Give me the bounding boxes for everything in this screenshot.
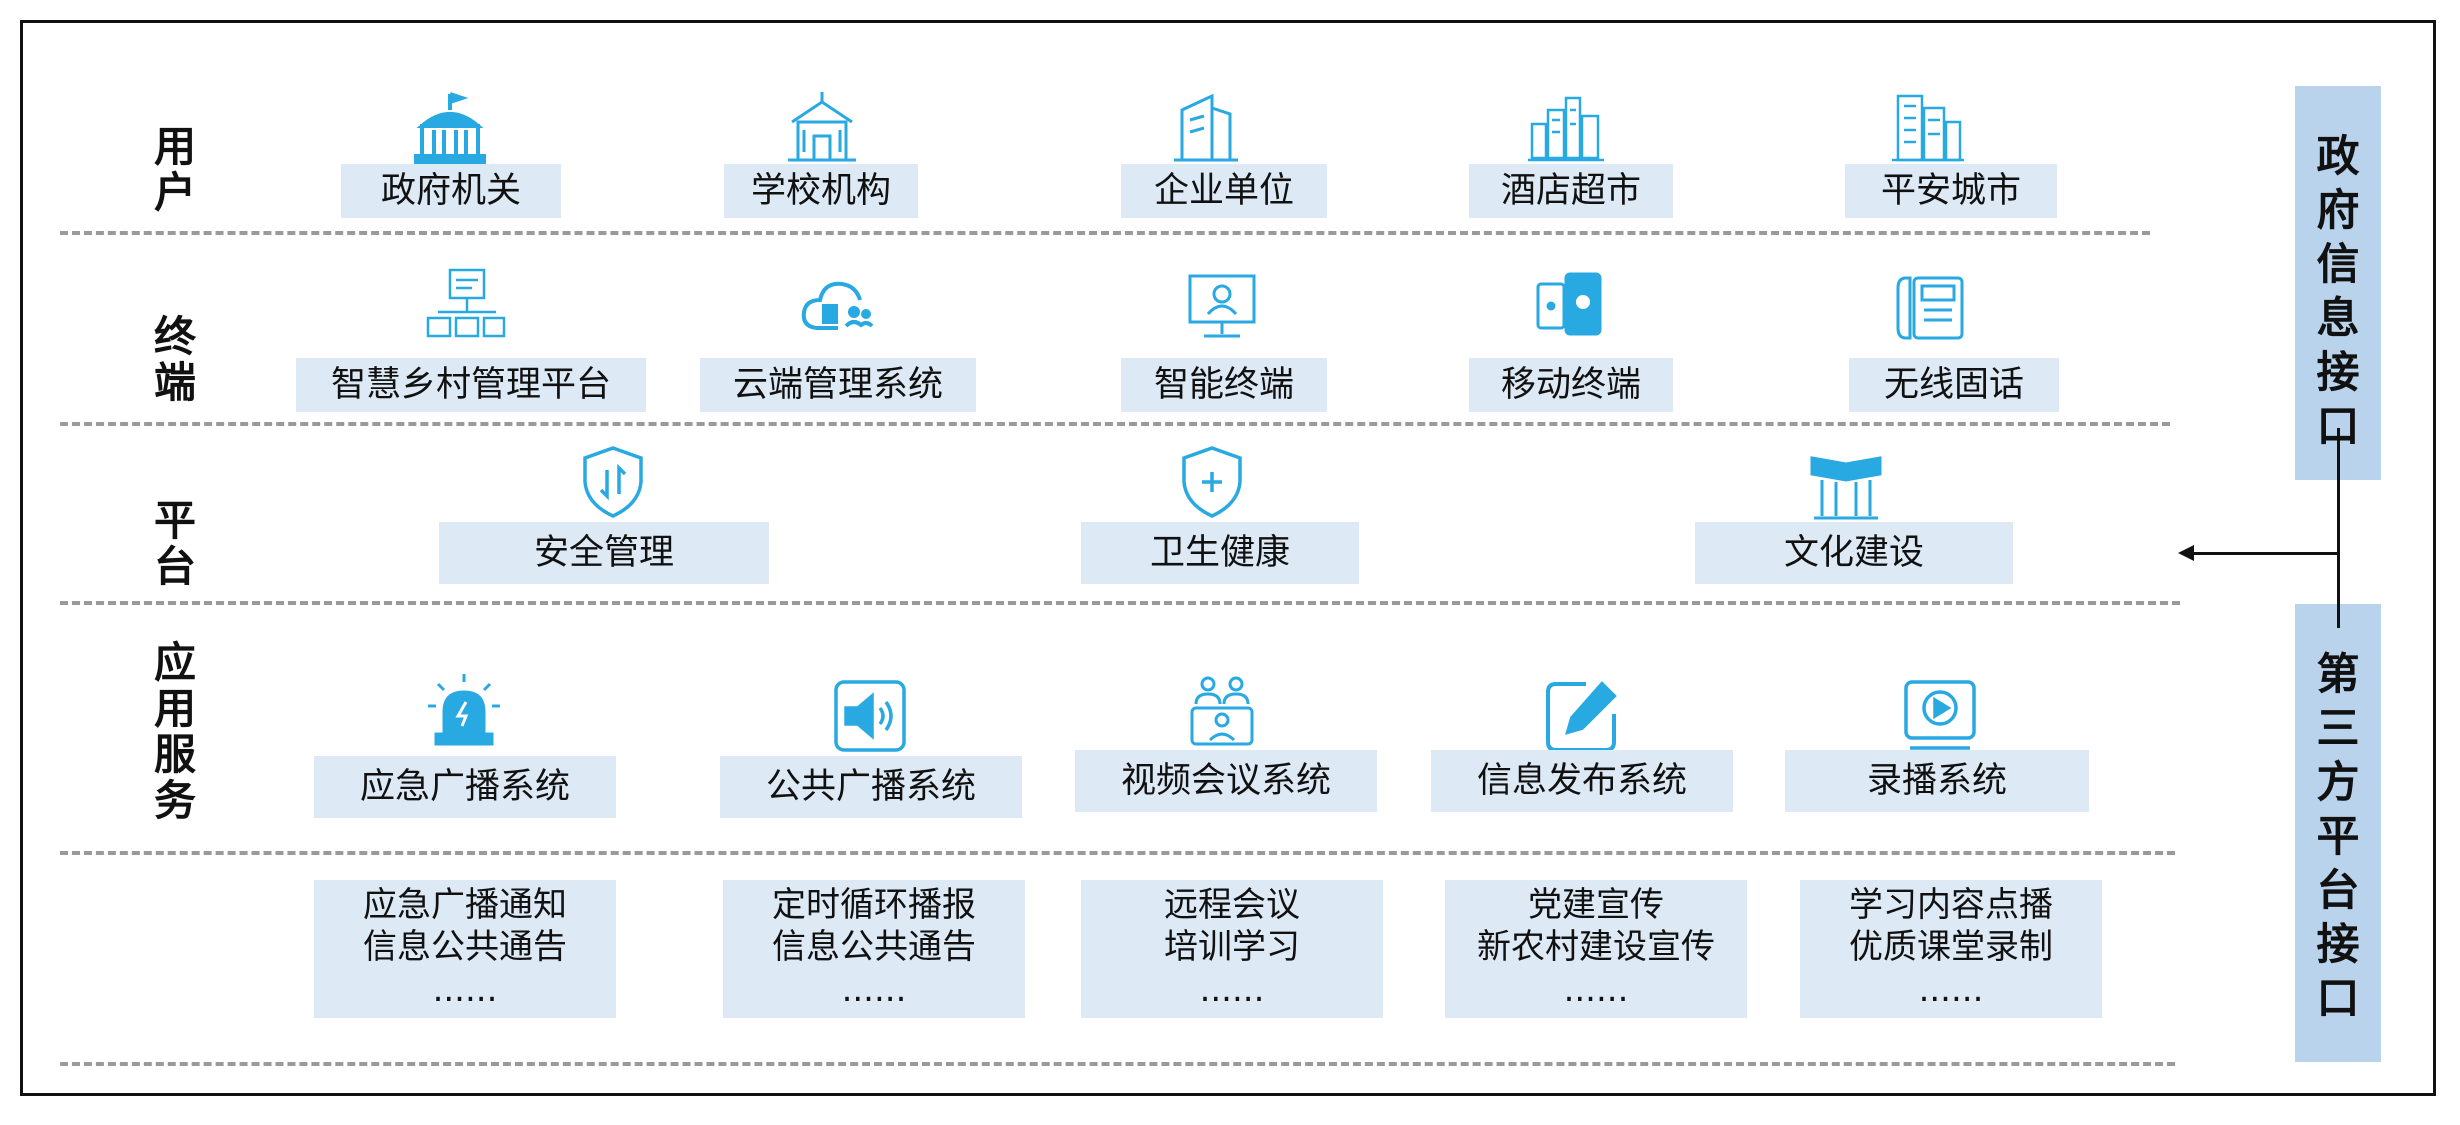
- detail-ellipsis: ......: [432, 970, 498, 1010]
- detail-box-info-publish: 党建宣传 新农村建设宣传 ......: [1445, 880, 1747, 1018]
- app-label-info-publish: 信息发布系统: [1431, 750, 1733, 812]
- management-dashboard-icon: [426, 266, 506, 346]
- detail-box-recording: 学习内容点播 优质课堂录制 ......: [1800, 880, 2102, 1018]
- detail-line: 信息公共通告: [363, 927, 567, 967]
- mobile-devices-icon: [1530, 268, 1610, 348]
- divider-terminals: [60, 422, 2170, 426]
- row-label-platform: 平台: [153, 496, 196, 591]
- terminal-label-cloud-system: 云端管理系统: [700, 358, 976, 412]
- government-building-icon: [410, 88, 490, 168]
- user-label-government: 政府机关: [341, 164, 561, 218]
- hotel-city-icon: [1526, 88, 1606, 168]
- detail-ellipsis: ......: [1199, 970, 1265, 1010]
- app-label-public: 公共广播系统: [720, 756, 1022, 818]
- office-building-icon: [1166, 88, 1246, 168]
- detail-ellipsis: ......: [1918, 970, 1984, 1010]
- connector-arrow-line: [2190, 552, 2338, 555]
- divider-users: [60, 231, 2150, 235]
- platform-label-culture: 文化建设: [1695, 522, 2013, 584]
- detail-line: 定时循环播报: [772, 885, 976, 925]
- detail-line: 学习内容点播: [1849, 885, 2053, 925]
- cloud-server-icon: [798, 268, 878, 348]
- detail-line: 培训学习: [1164, 927, 1300, 967]
- safe-city-icon: [1888, 88, 1968, 168]
- row-label-terminals: 终端: [153, 312, 196, 407]
- recording-video-icon: [1900, 676, 1980, 756]
- security-shield-icon: [573, 442, 653, 522]
- school-icon: [782, 88, 862, 168]
- user-label-hotel: 酒店超市: [1469, 164, 1673, 218]
- detail-box-public: 定时循环播报 信息公共通告 ......: [723, 880, 1025, 1018]
- speaker-icon: [830, 676, 910, 756]
- terminal-label-wireless-phone: 无线固话: [1849, 358, 2059, 412]
- side-box-gov-interface: 政府信息接口: [2295, 86, 2381, 480]
- connector-vertical: [2337, 428, 2340, 628]
- detail-line: 新农村建设宣传: [1477, 927, 1715, 967]
- wireless-phone-icon: [1892, 268, 1972, 348]
- divider-platform: [60, 601, 2180, 605]
- detail-box-emergency: 应急广播通知 信息公共通告 ......: [314, 880, 616, 1018]
- app-label-video-conference: 视频会议系统: [1075, 750, 1377, 812]
- detail-line: 应急广播通知: [363, 885, 567, 925]
- platform-label-security: 安全管理: [439, 522, 769, 584]
- side-box-third-party-interface: 第三方平台接口: [2295, 604, 2381, 1062]
- health-shield-icon: [1172, 442, 1252, 522]
- arrow-left-icon: [2178, 545, 2194, 561]
- detail-line: 优质课堂录制: [1849, 927, 2053, 967]
- app-label-recording: 录播系统: [1785, 750, 2089, 812]
- detail-line: 远程会议: [1164, 885, 1300, 925]
- terminal-label-mobile-terminal: 移动终端: [1469, 358, 1673, 412]
- video-conference-icon: [1182, 670, 1262, 750]
- detail-ellipsis: ......: [1563, 970, 1629, 1010]
- platform-label-health: 卫生健康: [1081, 522, 1359, 584]
- diagram-frame: [20, 20, 2436, 1096]
- row-label-apps: 应用服务: [153, 638, 196, 825]
- user-label-enterprise: 企业单位: [1121, 164, 1327, 218]
- row-label-users: 用户: [153, 122, 196, 217]
- detail-box-video-conference: 远程会议 培训学习 ......: [1081, 880, 1383, 1018]
- app-label-emergency: 应急广播系统: [314, 756, 616, 818]
- detail-ellipsis: ......: [841, 970, 907, 1010]
- detail-line: 信息公共通告: [772, 927, 976, 967]
- edit-publish-icon: [1542, 676, 1622, 756]
- user-label-school: 学校机构: [724, 164, 918, 218]
- user-label-safe-city: 平安城市: [1845, 164, 2057, 218]
- terminal-label-village-platform: 智慧乡村管理平台: [296, 358, 646, 412]
- detail-line: 党建宣传: [1528, 885, 1664, 925]
- culture-book-icon: [1806, 446, 1886, 526]
- smart-terminal-icon: [1182, 268, 1262, 348]
- terminal-label-smart-terminal: 智能终端: [1121, 358, 1327, 412]
- divider-details: [60, 1062, 2175, 1066]
- divider-apps: [60, 851, 2175, 855]
- alarm-siren-icon: [424, 670, 504, 750]
